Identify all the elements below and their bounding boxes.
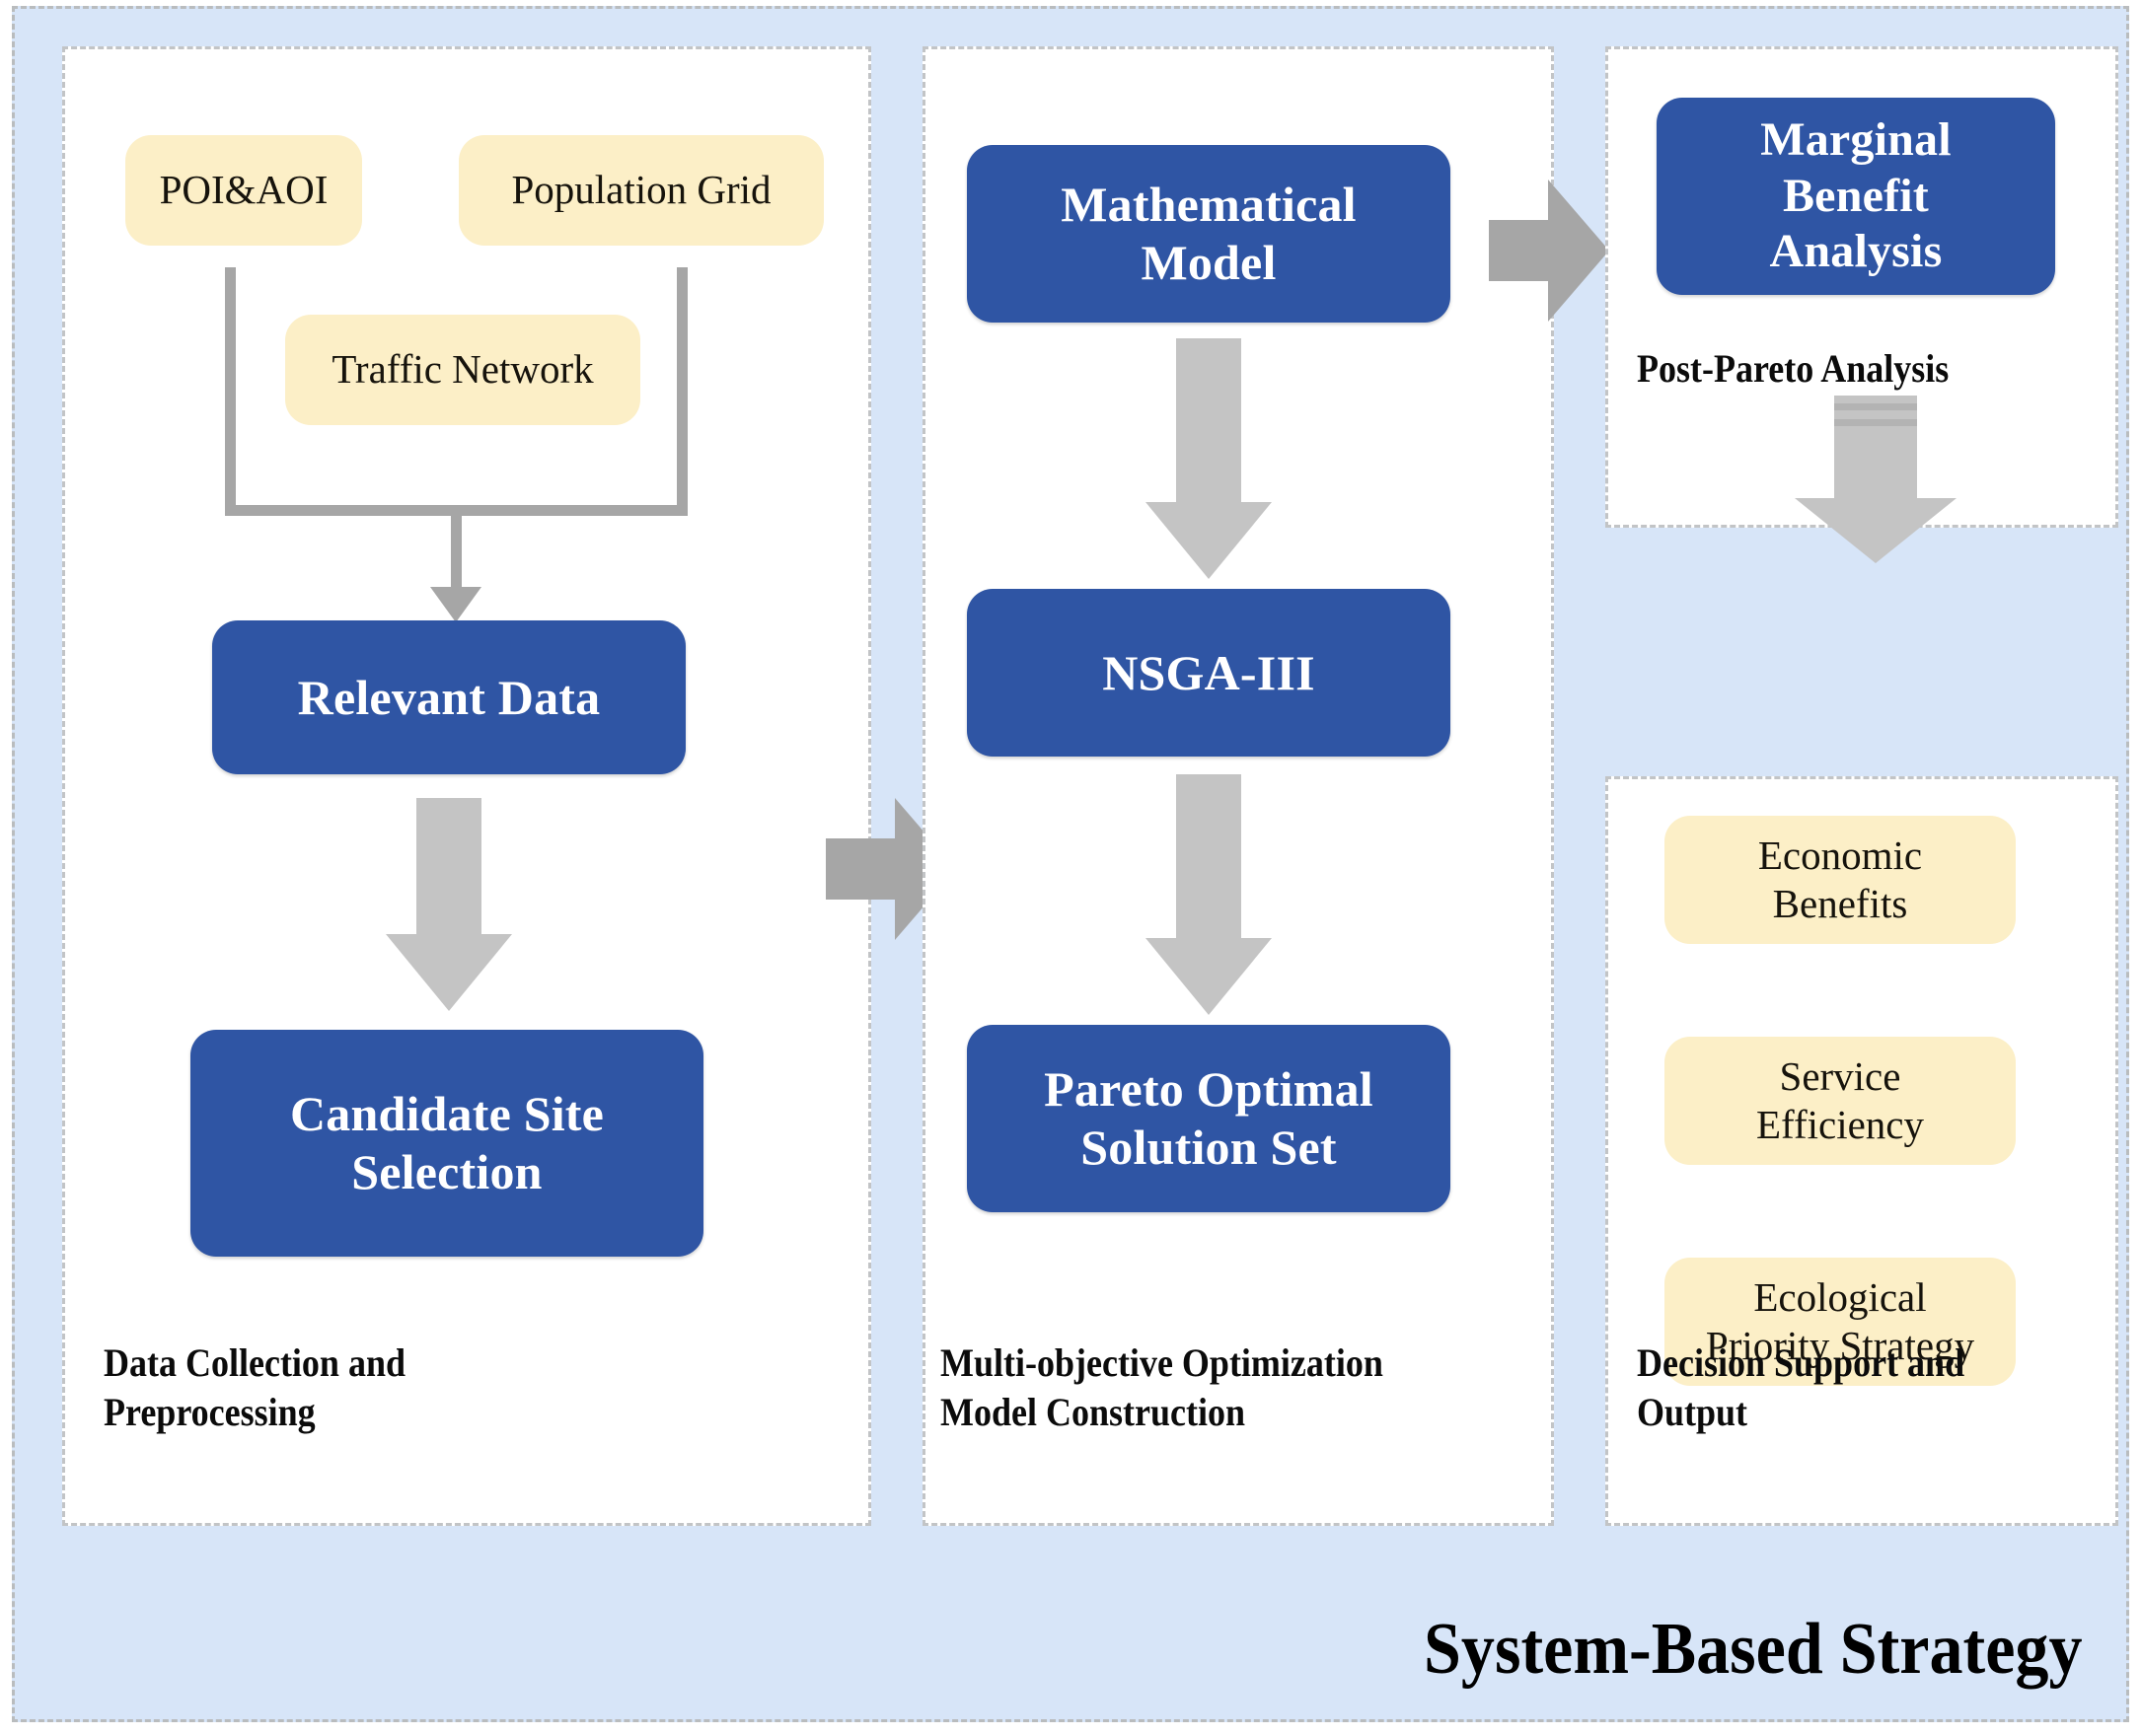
node-service-efficiency[interactable]: Service Efficiency — [1664, 1037, 2016, 1165]
node-traffic-network[interactable]: Traffic Network — [285, 315, 640, 425]
caption-data-collection: Data Collection and Preprocessing — [104, 1340, 406, 1434]
node-poi-aoi[interactable]: POI&AOI — [125, 135, 362, 246]
arrow-head-icon — [1548, 180, 1609, 322]
bracket-arrowhead-icon — [430, 587, 481, 622]
node-ecological-priority-strategy[interactable]: Ecological Priority Strategy — [1664, 1258, 2016, 1386]
arrow-shaft — [826, 838, 897, 900]
node-marginal-benefit-analysis[interactable]: Marginal Benefit Analysis — [1657, 98, 2055, 295]
caption-post-pareto-analysis: Post-Pareto Analysis — [1637, 346, 1950, 391]
node-candidate-site-selection[interactable]: Candidate Site Selection — [190, 1030, 703, 1257]
connector-math-model-to-nsga — [1143, 338, 1275, 580]
arrow-shaft — [1176, 338, 1241, 504]
node-pareto-optimal-solution-set[interactable]: Pareto Optimal Solution Set — [967, 1025, 1450, 1212]
diagram-canvas: POI&AOI Population Grid Traffic Network … — [12, 6, 2129, 1722]
arrow-shaft — [416, 798, 481, 936]
node-relevant-data[interactable]: Relevant Data — [212, 620, 686, 774]
arrow-head-icon — [1145, 502, 1272, 579]
caption-model-construction: Multi-objective Optimization Model Const… — [940, 1340, 1383, 1434]
arrow-stripe — [1834, 419, 1917, 426]
arrow-shaft — [1176, 774, 1241, 940]
arrow-head-icon — [1795, 498, 1957, 563]
arrow-head-icon — [386, 934, 512, 1011]
connector-nsga-to-pareto-set — [1143, 774, 1275, 1016]
node-economic-benefits[interactable]: Economic Benefits — [1664, 816, 2016, 944]
bracket-down-stem — [451, 505, 462, 592]
node-population-grid[interactable]: Population Grid — [459, 135, 824, 246]
connector-pareto-panel-to-output-panel — [1787, 396, 1964, 563]
node-mathematical-model[interactable]: Mathematical Model — [967, 145, 1450, 323]
arrow-stripe — [1834, 403, 1917, 410]
arrow-shaft — [1489, 220, 1550, 281]
connector-relevant-data-to-candidate — [383, 798, 515, 1011]
bracket-left-stem — [225, 267, 236, 516]
page-title: System-Based Strategy — [1424, 1609, 2083, 1690]
arrow-shaft — [1834, 396, 1917, 500]
panel-data-collection — [62, 46, 871, 1526]
connector-math-model-to-marginal — [1489, 162, 1609, 339]
caption-decision-support-output: Decision Support and Output — [1637, 1340, 1965, 1434]
node-nsga-iii[interactable]: NSGA-III — [967, 589, 1450, 757]
bracket-right-stem — [677, 267, 688, 516]
arrow-head-icon — [1145, 938, 1272, 1015]
